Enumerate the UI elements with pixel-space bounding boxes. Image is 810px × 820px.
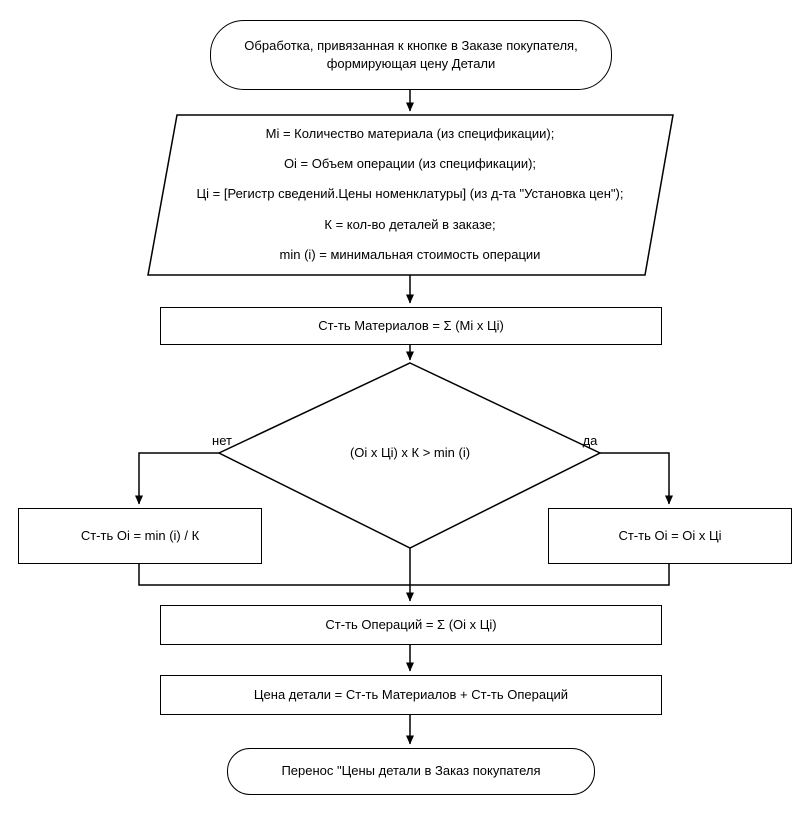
start-terminator: Обработка, привязанная к кнопке в Заказе…: [210, 20, 612, 90]
connector-decision-yes-branch: [600, 452, 673, 505]
connector-no-branch-merge: [138, 562, 410, 586]
decision-text: (Oi x Цi) x К > min (i): [349, 444, 471, 460]
inputs-parallelogram-text: Mi = Количество материала (из спецификац…: [160, 118, 660, 270]
no-branch-label: нет: [212, 433, 232, 448]
inputs-parallelogram-shape: [147, 114, 674, 276]
inputs-line-5: min (i) = минимальная стоимость операции: [279, 247, 541, 263]
yes-branch-label: да: [582, 433, 598, 448]
operations-process: Ст-ть Операций = Σ (Oi x Цi): [160, 605, 662, 645]
no-branch-process: Ст-ть Oi = min (i) / К: [18, 508, 262, 564]
yes-branch-process: Ст-ть Oi = Oi x Цi: [548, 508, 792, 564]
connector-yes-branch-merge: [410, 562, 670, 586]
inputs-line-4: К = кол-во деталей в заказе;: [324, 216, 496, 232]
inputs-line-1: Mi = Количество материала (из спецификац…: [265, 125, 555, 141]
inputs-line-3: Цi = [Регистр сведений.Цены номенклатуры…: [196, 186, 624, 202]
end-terminator: Перенос "Цены детали в Заказ покупателя: [227, 748, 595, 795]
materials-process: Ст-ть Материалов = Σ (Mi x Цi): [160, 307, 662, 345]
connector-decision-no-branch: [135, 452, 219, 505]
price-process: Цена детали = Ст-ть Материалов + Ст-ть О…: [160, 675, 662, 715]
inputs-line-2: Oi = Объем операции (из спецификации);: [283, 156, 537, 172]
